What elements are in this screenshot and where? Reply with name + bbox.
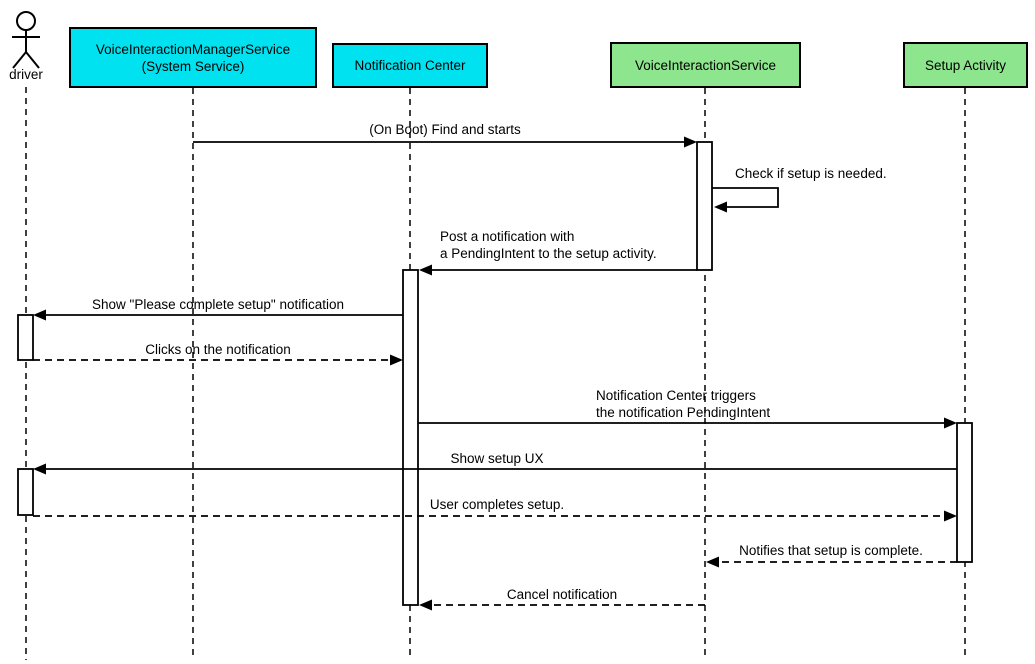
message-arrow-check-if-setup-needed: [712, 187, 779, 213]
message-arrow-notifies-setup-complete: [706, 556, 957, 568]
activation-voiceinteractionservice: [696, 141, 713, 271]
message-arrow-cancel-notification: [419, 599, 705, 611]
message-arrow-trigger-pendingintent: [418, 417, 957, 429]
message-label-user-completes-setup: User completes setup.: [429, 497, 565, 512]
message-label-clicks-notification: Clicks on the notification: [145, 342, 291, 357]
activation-driver-2: [17, 468, 34, 516]
message-label-trigger-pendingintent: Notification Center triggers the notific…: [596, 388, 771, 420]
message-arrow-show-setup-notification: [33, 309, 403, 321]
participant-notification-center: Notification Center: [332, 43, 488, 88]
message-label-show-setup-ux: Show setup UX: [450, 451, 544, 466]
message-label-cancel-notification: Cancel notification: [506, 587, 618, 602]
message-label-show-setup-notification: Show "Please complete setup" notificatio…: [92, 297, 344, 312]
participant-label: VoiceInteractionManagerService (System S…: [95, 41, 291, 74]
actor-driver-icon: [12, 11, 40, 69]
participant-label: Setup Activity: [924, 57, 1007, 73]
message-label-check-if-setup-needed: Check if setup is needed.: [735, 166, 887, 181]
participant-voiceinteractionmanagerservice: VoiceInteractionManagerService (System S…: [69, 27, 317, 88]
activation-notification-center: [402, 269, 419, 606]
message-label-notifies-setup-complete: Notifies that setup is complete.: [739, 543, 923, 558]
message-arrow-show-setup-ux: [33, 463, 957, 475]
message-arrow-clicks-notification: [33, 354, 403, 366]
message-label-post-notification: Post a notification with a PendingIntent…: [440, 229, 657, 261]
message-arrow-on-boot-find-and-starts: [193, 136, 697, 148]
activation-setup-activity: [956, 422, 973, 563]
participant-setup-activity: Setup Activity: [903, 42, 1028, 88]
message-arrow-post-notification: [419, 264, 697, 276]
message-arrow-user-completes-setup: [33, 510, 957, 522]
activation-driver-1: [17, 314, 34, 361]
actor-driver-label: driver: [9, 67, 43, 82]
participant-label: VoiceInteractionService: [634, 57, 777, 73]
participant-label: Notification Center: [354, 58, 466, 73]
participant-voiceinteractionservice: VoiceInteractionService: [610, 42, 801, 88]
message-label-on-boot-find-and-starts: (On Boot) Find and starts: [369, 122, 521, 137]
